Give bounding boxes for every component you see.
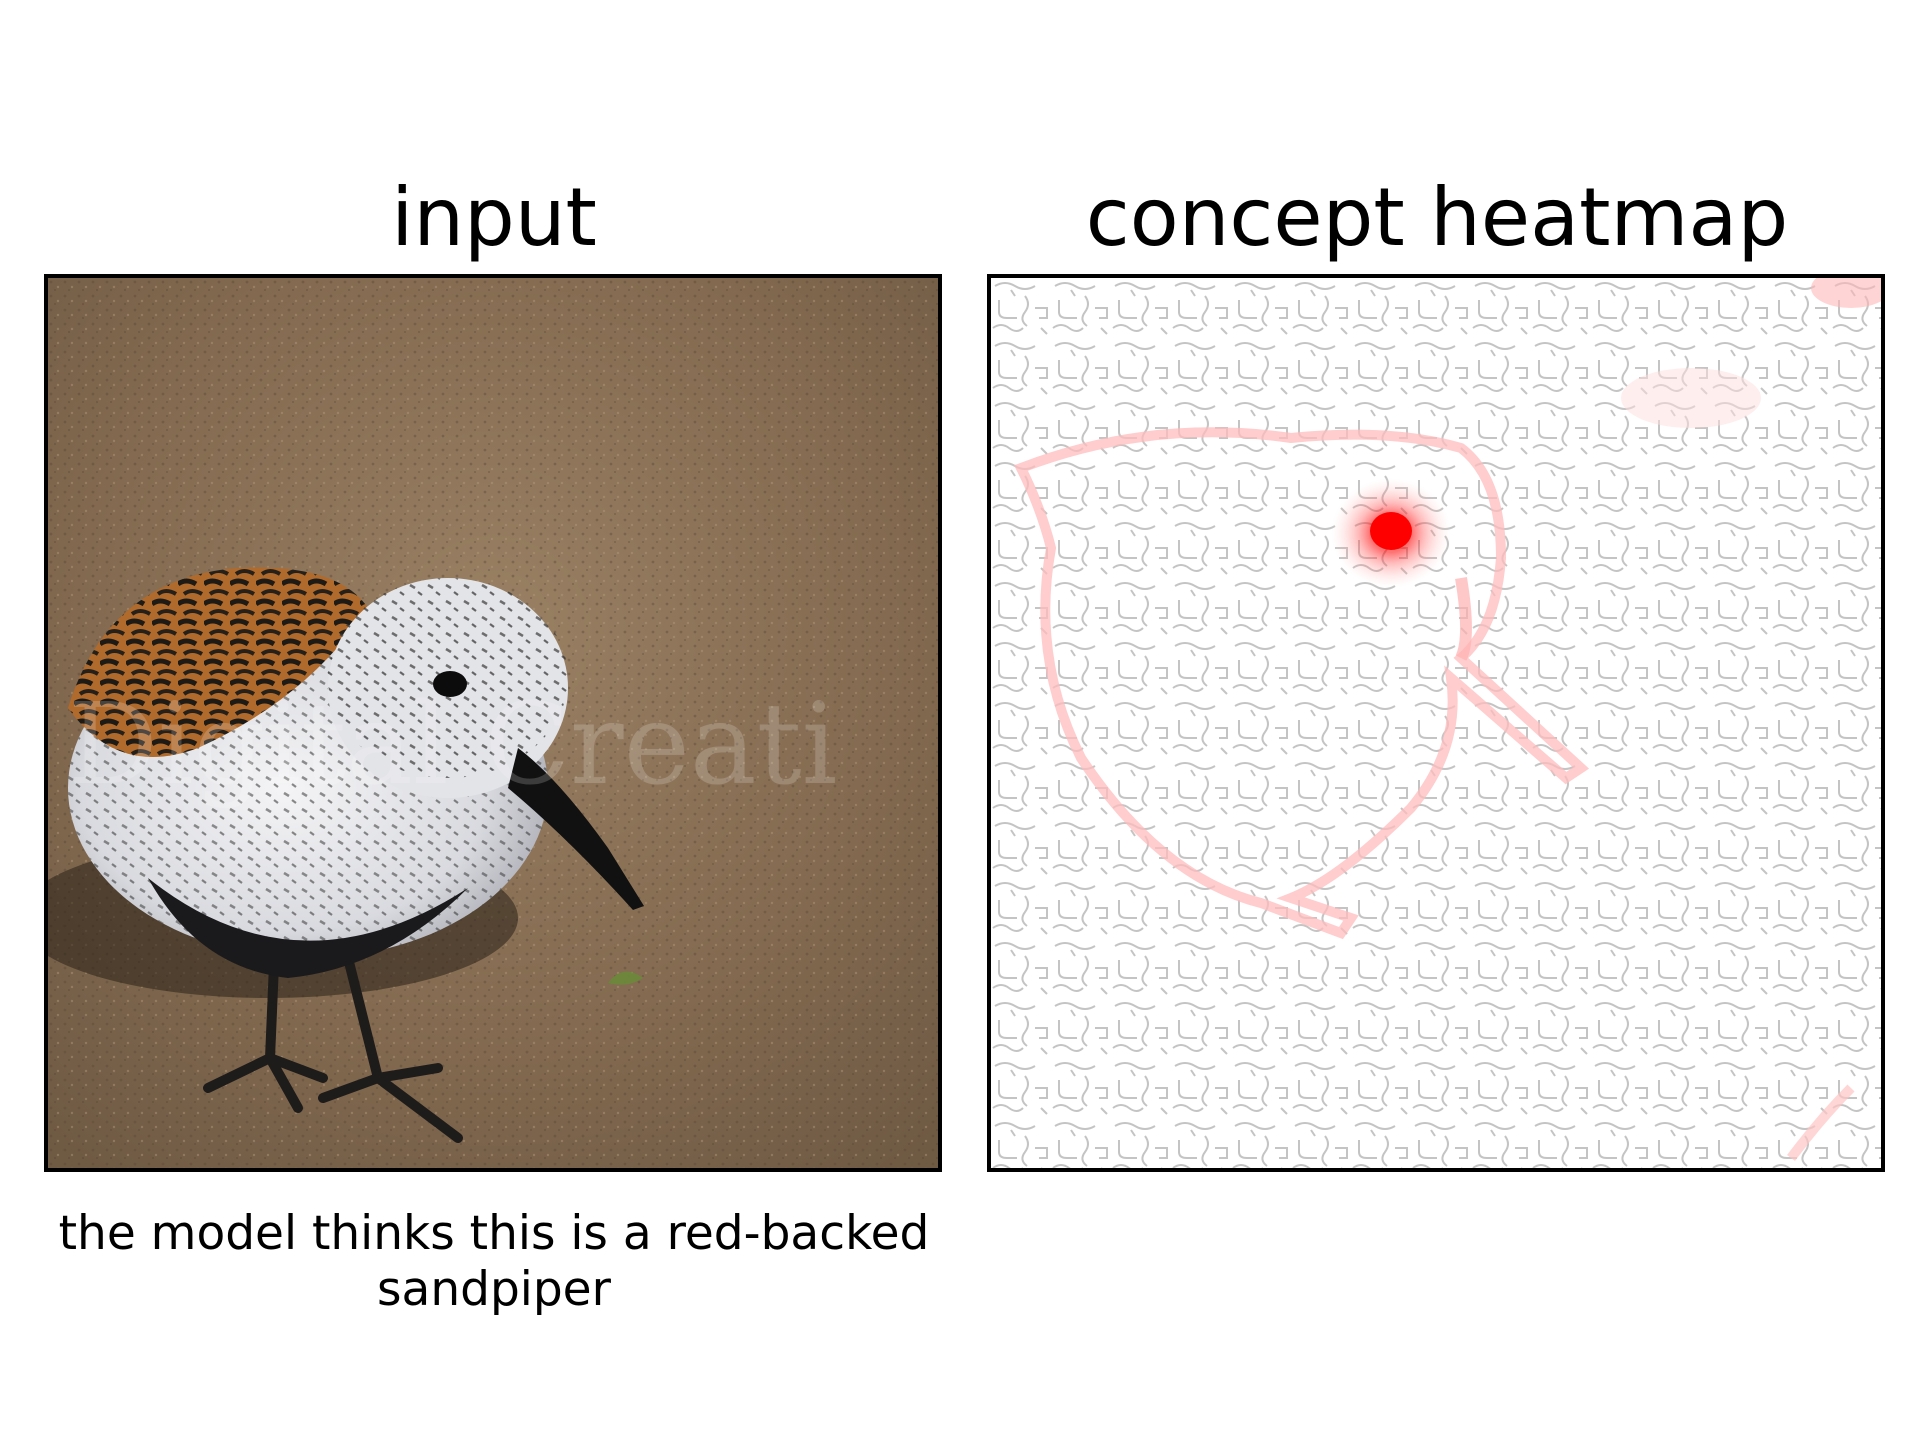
heatmap-hotspot bbox=[1370, 512, 1412, 550]
sandpiper-photo: Digital Creati bbox=[48, 278, 938, 1168]
heatmap-image-frame bbox=[987, 274, 1885, 1172]
input-panel-title: input bbox=[391, 171, 597, 264]
model-prediction-caption: the model thinks this is a red-backed sa… bbox=[58, 1206, 930, 1317]
input-image-frame: Digital Creati bbox=[44, 274, 942, 1172]
watermark-text: Digital Creati bbox=[68, 680, 837, 810]
edge-heatmap bbox=[991, 278, 1881, 1168]
heatmap-panel-title: concept heatmap bbox=[1085, 171, 1789, 264]
